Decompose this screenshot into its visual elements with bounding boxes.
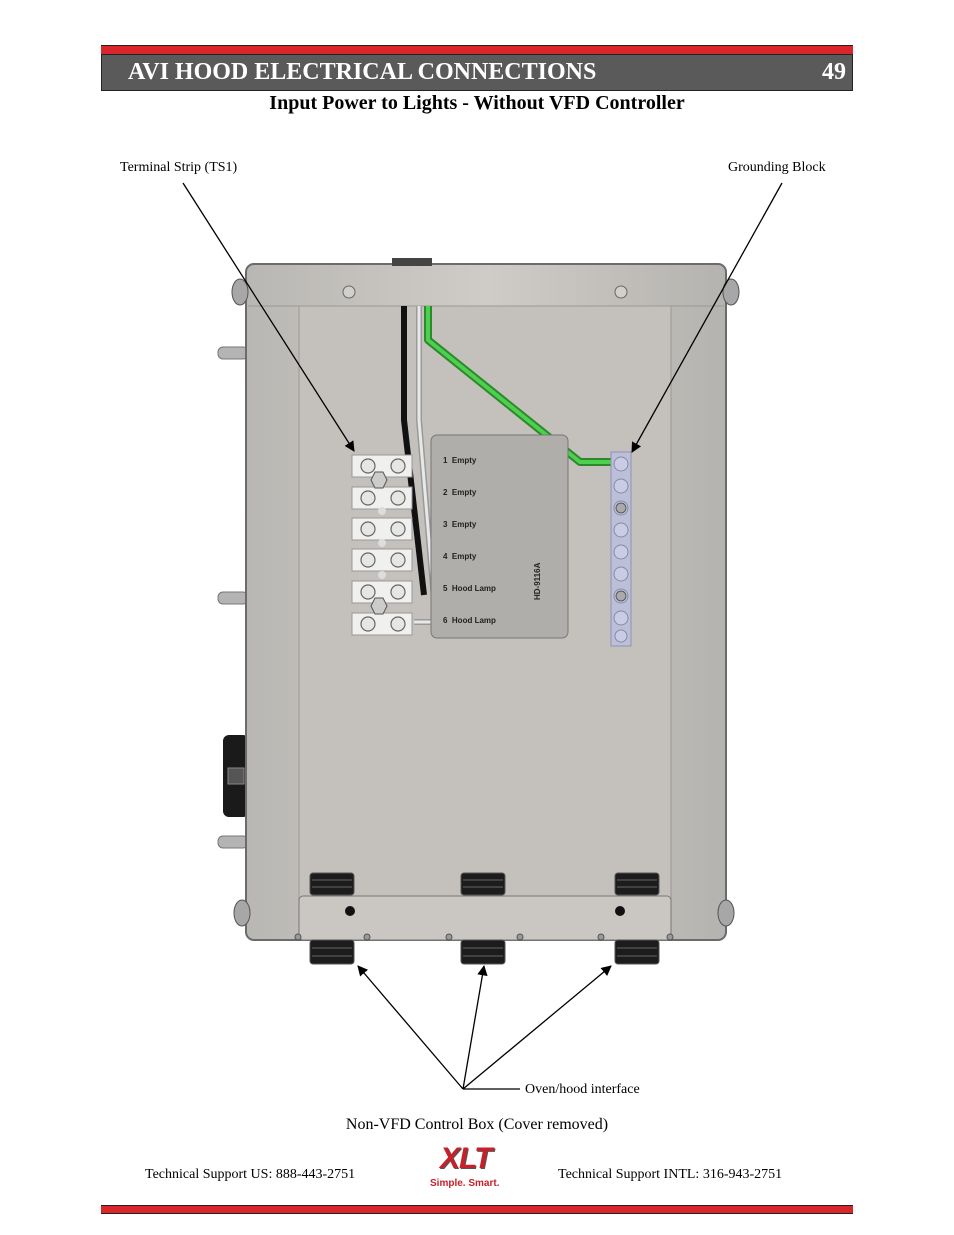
board-model-label: HD-9116A <box>533 562 542 600</box>
top-cable-gland <box>392 258 432 266</box>
xlt-logo-text: XLT <box>440 1142 492 1175</box>
callout-terminal-strip: Terminal Strip (TS1) <box>120 160 238 175</box>
leader-interface-left <box>357 965 464 1090</box>
bottom-mounting-rail <box>298 895 672 941</box>
callout-grounding-block: Grounding Block <box>728 160 826 175</box>
figure-caption: Non-VFD Control Box (Cover removed) <box>345 1116 609 1133</box>
hd-9116a-board <box>430 434 569 639</box>
support-us: Technical Support US: 888-443-2751 <box>145 1167 356 1182</box>
grounding-block <box>610 451 632 647</box>
header-bar <box>101 54 853 91</box>
page-number: 49 <box>822 59 846 85</box>
xlt-logo: XLT Simple. Smart. <box>430 1142 530 1192</box>
conduit-fittings <box>309 872 660 965</box>
leader-grounding-block <box>631 182 783 453</box>
black-power-wire <box>401 306 427 596</box>
leader-interface-right <box>462 965 612 1090</box>
board-terminal-3: 3 Empty <box>443 520 477 529</box>
header-accent-stripe <box>101 45 853 55</box>
board-terminal-6: 6 Hood Lamp <box>443 616 496 625</box>
terminal-strip-ts1 <box>351 454 413 636</box>
board-terminal-1: 1 Empty <box>443 456 477 465</box>
leader-interface-center <box>462 964 488 1090</box>
xlt-logo-tagline: Simple. Smart. <box>430 1178 500 1189</box>
page-subtitle: Input Power to Lights - Without VFD Cont… <box>269 92 685 114</box>
board-terminal-5: 5 Hood Lamp <box>443 584 496 593</box>
page-title: AVI HOOD ELECTRICAL CONNECTIONS <box>128 59 597 85</box>
board-terminal-list: 1 Empty 2 Empty 3 Empty 4 Empty 5 Hood L… <box>443 456 553 648</box>
disconnect-knob <box>223 735 249 817</box>
leader-terminal-strip <box>182 182 355 452</box>
callout-oven-hood-interface: Oven/hood interface <box>525 1082 640 1097</box>
support-intl: Technical Support INTL: 316-943-2751 <box>558 1167 783 1182</box>
corner-screws <box>231 278 740 927</box>
board-terminal-2: 2 Empty <box>443 488 477 497</box>
footer-accent-stripe <box>101 1205 853 1214</box>
board-terminal-4: 4 Empty <box>443 552 477 561</box>
